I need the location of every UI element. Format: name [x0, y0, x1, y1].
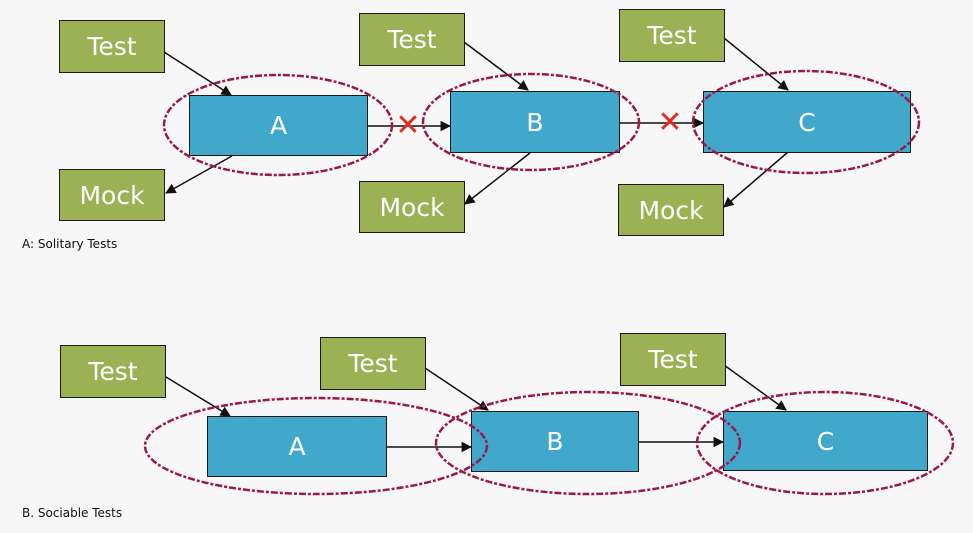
component-b: B — [471, 411, 639, 472]
blocked-mark: ✕ — [395, 108, 421, 143]
mock-box: Mock — [359, 181, 465, 233]
mock-box: Mock — [618, 184, 724, 236]
test-box: Test — [620, 333, 726, 386]
test-box: Test — [619, 9, 725, 62]
diagram-a-caption: A: Solitary Tests — [22, 237, 118, 251]
arrow-b-to-mock — [464, 152, 531, 205]
arrow-c-to-mock — [723, 151, 789, 208]
test-box: Test — [320, 337, 426, 390]
component-a: A — [189, 95, 368, 156]
component-c: C — [723, 411, 928, 471]
component-c: C — [703, 91, 911, 153]
arrow-test-to-c — [723, 37, 789, 91]
test-box: Test — [59, 20, 165, 73]
arrow-test-to-a — [163, 51, 232, 96]
arrow-test-to-c — [723, 364, 787, 411]
mock-box: Mock — [59, 169, 165, 221]
blocked-mark: ✕ — [657, 105, 683, 140]
component-a: A — [207, 416, 387, 477]
arrow-test-to-a — [165, 376, 231, 417]
arrow-a-to-mock — [165, 155, 233, 194]
test-box: Test — [60, 345, 166, 398]
diagram-b-caption: B. Sociable Tests — [22, 506, 123, 520]
component-b: B — [450, 91, 620, 153]
test-box: Test — [359, 13, 465, 66]
arrow-test-to-b — [424, 367, 489, 411]
arrow-test-to-b — [463, 41, 529, 91]
